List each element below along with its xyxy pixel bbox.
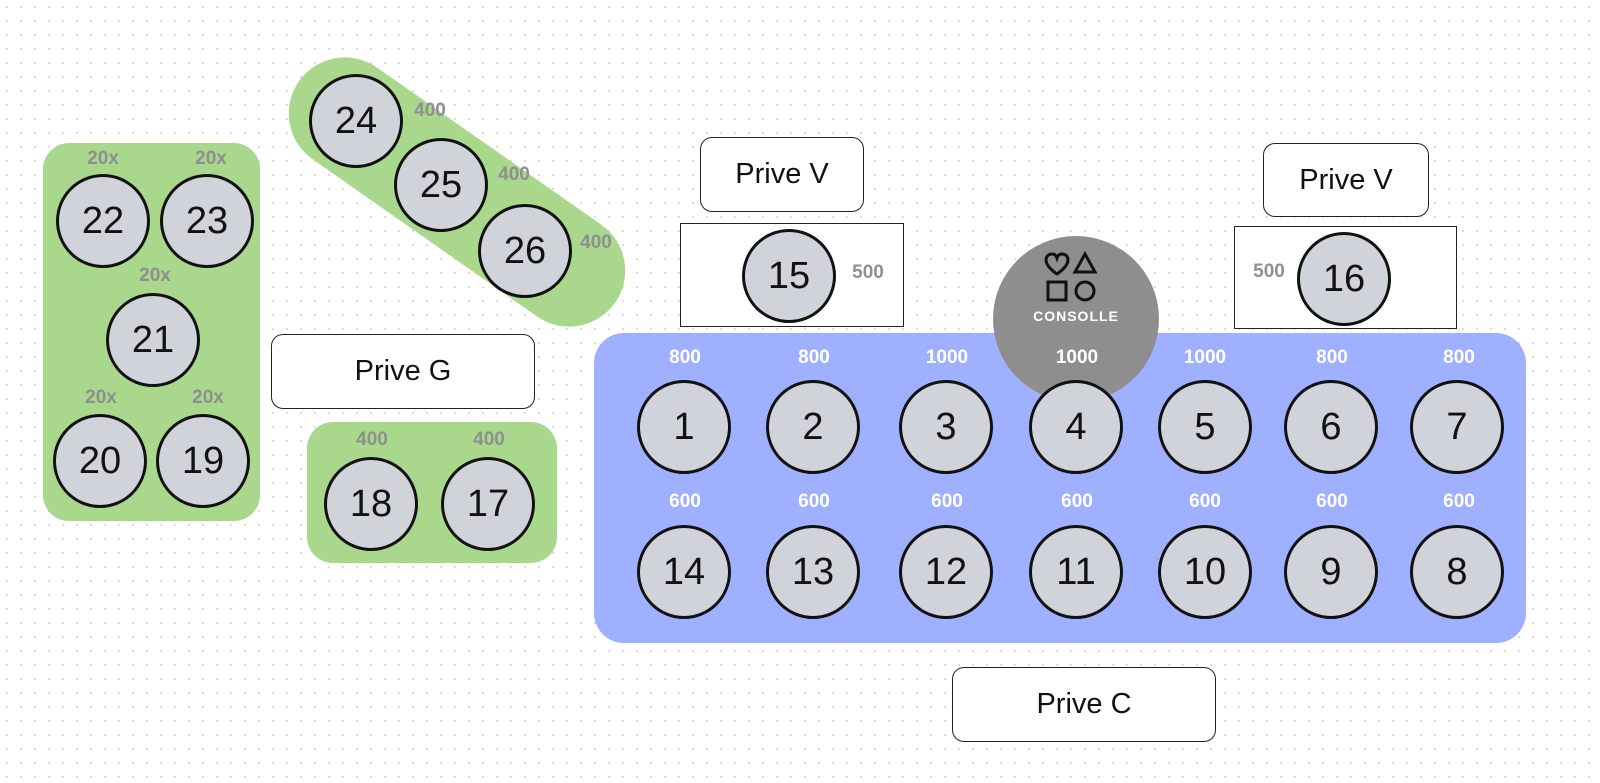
shapes-icon (1044, 250, 1098, 302)
table-11-price: 600 (1061, 491, 1093, 512)
table-1[interactable]: 1 (637, 380, 731, 474)
table-17-price: 400 (473, 429, 505, 450)
table-14-price: 600 (669, 491, 701, 512)
table-5[interactable]: 5 (1158, 380, 1252, 474)
table-13[interactable]: 13 (766, 525, 860, 619)
table-9-price: 600 (1316, 491, 1348, 512)
table-19-price: 20x (192, 387, 224, 408)
table-10-price: 600 (1189, 491, 1221, 512)
table-2-price: 800 (798, 347, 830, 368)
table-22-price: 20x (87, 148, 119, 169)
table-4-price: 1000 (1055, 347, 1099, 368)
prive-v-left-label: Prive V (700, 137, 864, 212)
table-7[interactable]: 7 (1410, 380, 1504, 474)
table-17[interactable]: 17 (441, 457, 535, 551)
console-label: CONSOLLE (1033, 308, 1119, 324)
table-9[interactable]: 9 (1284, 525, 1378, 619)
table-5-price: 1000 (1183, 347, 1227, 368)
table-15-price: 500 (852, 262, 884, 283)
table-20-price: 20x (85, 387, 117, 408)
table-16-price: 500 (1253, 261, 1285, 282)
table-24[interactable]: 24 (309, 74, 403, 168)
table-18-price: 400 (356, 429, 388, 450)
table-6-price: 800 (1316, 347, 1348, 368)
table-25[interactable]: 25 (394, 138, 488, 232)
table-8[interactable]: 8 (1410, 525, 1504, 619)
table-7-price: 800 (1443, 347, 1475, 368)
table-12[interactable]: 12 (899, 525, 993, 619)
prive-v-right-label: Prive V (1263, 143, 1429, 217)
table-18[interactable]: 18 (324, 457, 418, 551)
table-14[interactable]: 14 (637, 525, 731, 619)
table-3-price: 1000 (925, 347, 969, 368)
table-1-price: 800 (669, 347, 701, 368)
table-10[interactable]: 10 (1158, 525, 1252, 619)
table-25-price: 400 (498, 164, 530, 185)
table-8-price: 600 (1443, 491, 1475, 512)
table-2[interactable]: 2 (766, 380, 860, 474)
table-13-price: 600 (798, 491, 830, 512)
table-3[interactable]: 3 (899, 380, 993, 474)
table-22[interactable]: 22 (56, 174, 150, 268)
table-21-price: 20x (139, 265, 171, 286)
table-26-price: 400 (580, 232, 612, 253)
table-15[interactable]: 15 (742, 229, 836, 323)
console: CONSOLLE (993, 236, 1159, 402)
table-12-price: 600 (931, 491, 963, 512)
table-6[interactable]: 6 (1284, 380, 1378, 474)
table-23[interactable]: 23 (160, 174, 254, 268)
table-21[interactable]: 21 (106, 293, 200, 387)
prive-g-label: Prive G (271, 334, 535, 409)
table-23-price: 20x (195, 148, 227, 169)
table-20[interactable]: 20 (53, 414, 147, 508)
table-24-price: 400 (414, 100, 446, 121)
table-26[interactable]: 26 (478, 204, 572, 298)
prive-c-label: Prive C (952, 667, 1216, 742)
table-4[interactable]: 4 (1029, 380, 1123, 474)
table-16[interactable]: 16 (1297, 232, 1391, 326)
table-11[interactable]: 11 (1029, 525, 1123, 619)
table-19[interactable]: 19 (156, 414, 250, 508)
